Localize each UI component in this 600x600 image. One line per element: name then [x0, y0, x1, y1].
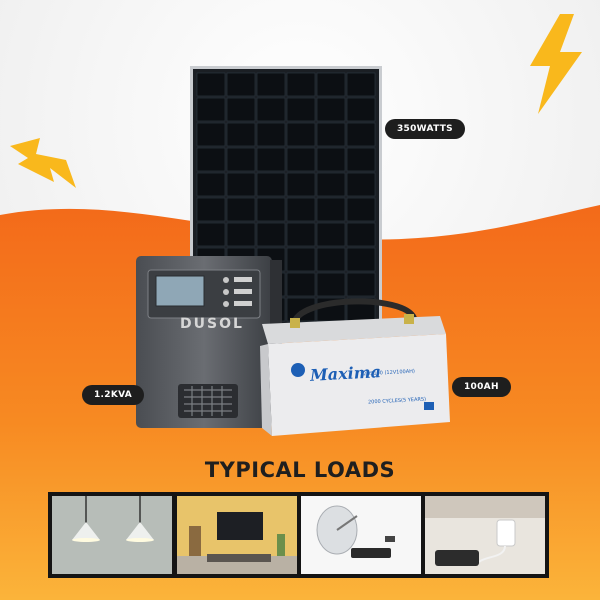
- solar-cell: [196, 72, 226, 97]
- solar-cell: [256, 222, 286, 247]
- solar-cell: [226, 122, 256, 147]
- solar-cell: [286, 197, 316, 222]
- solar-cell: [316, 122, 346, 147]
- solar-cell: [196, 122, 226, 147]
- solar-cell: [316, 97, 346, 122]
- solar-cell: [286, 97, 316, 122]
- solar-cell: [316, 197, 346, 222]
- satellite-dish-icon: [301, 496, 421, 574]
- solar-cell: [256, 172, 286, 197]
- solar-cell: [226, 222, 256, 247]
- solar-cell: [316, 172, 346, 197]
- solar-cell: [256, 72, 286, 97]
- solar-cell: [256, 197, 286, 222]
- typical-loads-heading: TYPICAL LOADS: [204, 458, 396, 482]
- load-satellite-thumbnail: [297, 492, 425, 578]
- solar-cell: [316, 72, 346, 97]
- solar-cell: [256, 147, 286, 172]
- solar-cell: [346, 147, 376, 172]
- solar-cell: [316, 247, 346, 272]
- solar-cell: [196, 197, 226, 222]
- solar-cell: [196, 222, 226, 247]
- solar-cell: [226, 97, 256, 122]
- battery-capacity-tag: 100AH: [452, 377, 511, 397]
- load-lighting-thumbnail: [48, 492, 176, 578]
- load-charger-thumbnail: [421, 492, 549, 578]
- inverter-unit: [136, 256, 282, 428]
- solar-cell: [286, 272, 316, 297]
- solar-cell: [346, 272, 376, 297]
- inverter-brand-label: DUSOL: [180, 316, 244, 332]
- solar-cell: [286, 122, 316, 147]
- pendant-lamp-icon: [52, 496, 172, 574]
- solar-cell: [346, 247, 376, 272]
- solar-cell: [226, 197, 256, 222]
- solar-cell: [196, 172, 226, 197]
- solar-cell: [286, 247, 316, 272]
- solar-cell: [316, 272, 346, 297]
- lightning-bolt-icon: [10, 138, 76, 188]
- solar-cell: [286, 172, 316, 197]
- solar-cell: [226, 72, 256, 97]
- solar-cell: [286, 147, 316, 172]
- solar-cell: [286, 72, 316, 97]
- solar-cell: [196, 147, 226, 172]
- solar-cell: [346, 97, 376, 122]
- solar-cell: [316, 222, 346, 247]
- solar-cell: [346, 122, 376, 147]
- inverter-vent-grille: [178, 384, 238, 418]
- load-television-thumbnail: [173, 492, 301, 578]
- solar-cell: [346, 72, 376, 97]
- solar-cell: [346, 197, 376, 222]
- inverter-rating-tag: 1.2KVA: [82, 385, 145, 405]
- solar-cell: [346, 172, 376, 197]
- lightning-bolt-icon: [530, 14, 582, 114]
- television-icon: [177, 496, 297, 574]
- solar-cell: [256, 97, 286, 122]
- solar-cell: [346, 222, 376, 247]
- solar-cell: [316, 147, 346, 172]
- panel-wattage-tag: 350WATTS: [385, 119, 465, 139]
- solar-cell: [196, 97, 226, 122]
- solar-cell: [286, 222, 316, 247]
- solar-cell: [256, 122, 286, 147]
- battery-unit: [260, 298, 450, 436]
- solar-cell: [226, 147, 256, 172]
- phone-charger-icon: [425, 496, 545, 574]
- solar-cell: [226, 172, 256, 197]
